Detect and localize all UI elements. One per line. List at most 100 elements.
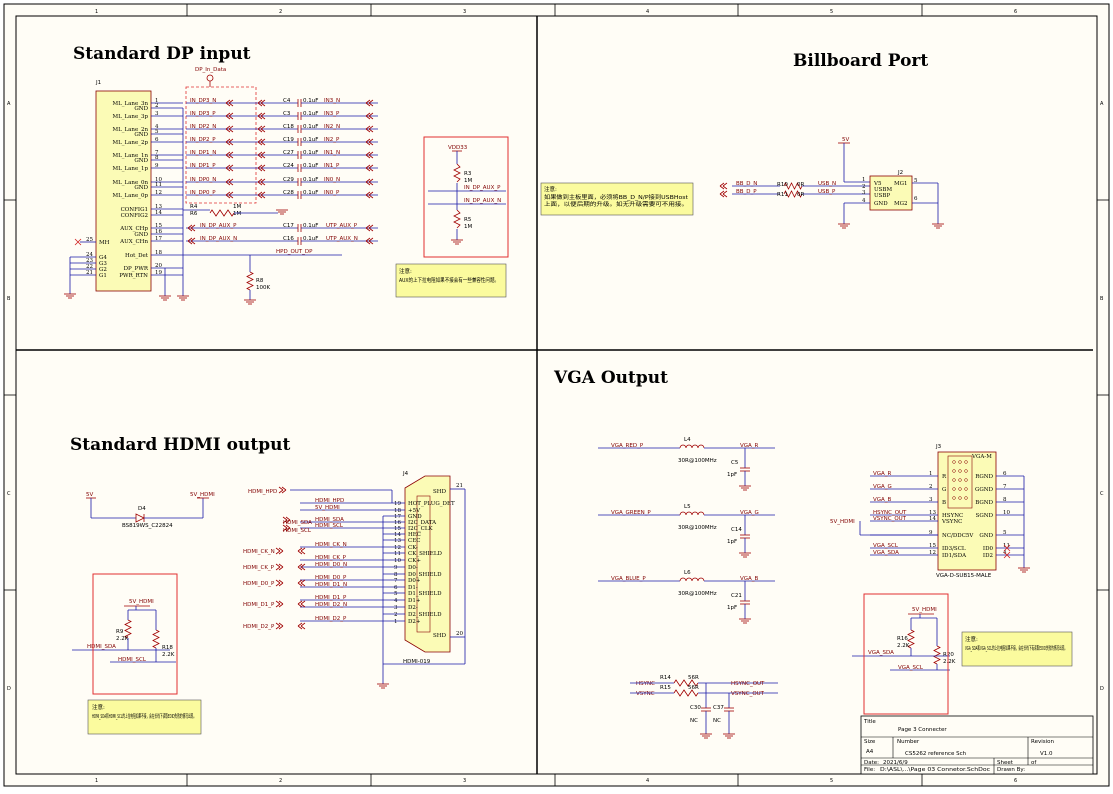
zone-column-bottom: 1 [95, 778, 98, 784]
vga-cap-value: 1pF [727, 605, 737, 611]
r4-ref: R4 [190, 204, 198, 210]
j1-pin-name: Hot_Det [125, 253, 149, 259]
j3-right-pin-name: GGND [975, 487, 994, 493]
port-arrow-icon [365, 138, 374, 146]
port-arrow-icon [257, 99, 266, 107]
j4-pin-number: 7 [394, 578, 398, 584]
j4-pin-number: 12 [394, 545, 401, 551]
dp-in-data-label: DP_In_Data [195, 67, 226, 73]
port-arrow-icon [257, 191, 266, 199]
ground-icon [838, 223, 850, 229]
j4-pin-name: D2_SHIELD [408, 612, 442, 618]
lane-out-net: IN3_N [324, 98, 340, 104]
vga-in-net: VGA_BLUE_P [611, 576, 646, 582]
j3-pin-dot [952, 487, 956, 491]
j3-left-net: VGA_SDA [873, 550, 899, 556]
aux-cap-value: 0.1uF [303, 236, 318, 242]
port-arrow-icon [365, 112, 374, 120]
j2-pin-number: 3 [862, 190, 866, 196]
lane-cap-ref: C24 [283, 163, 294, 169]
ground-icon [700, 733, 712, 739]
r10-ref: R10 [777, 182, 788, 188]
hdmi-scl-port: HDMI_SCL [283, 528, 312, 534]
j4-pin-number: 6 [394, 585, 398, 591]
tb-sheet-label: Sheet [997, 760, 1014, 766]
ground-icon [64, 293, 76, 299]
j1-pin-name: ML_Lane_2n [112, 127, 148, 133]
r9-resistor-icon [124, 619, 132, 639]
aux-box-net-n: IN_DP_AUX_N [464, 198, 501, 204]
j3-left-pin-num: 2 [929, 484, 933, 490]
zone-column-bottom: 5 [830, 778, 833, 784]
sync-res-value: 56R [688, 685, 699, 691]
j3-right-pin-num: 11 [1003, 543, 1010, 549]
hdmi-section-title: Standard HDMI output [70, 435, 290, 455]
j4-pin-number: 14 [394, 532, 401, 538]
j3-left-pin-num: 13 [929, 510, 936, 516]
dp-in-data-flag: DP_In_Data [185, 67, 257, 204]
vga-inductor-icon [679, 511, 705, 516]
sync-resistor-icon [673, 679, 699, 687]
j3-pin-dot [958, 478, 962, 482]
port-arrow-icon [225, 138, 234, 146]
vga-out-net: VGA_R [740, 443, 759, 449]
j4-pin-name: D0+ [408, 578, 421, 584]
hdmi-left-port: HDMI_CK_P [243, 565, 275, 571]
tb-size-label: Size [864, 739, 876, 745]
lane-out-net: IN1_N [324, 150, 340, 156]
j4-pin-number: 4 [394, 598, 398, 604]
dp-aux-note: 注意: AUX的上下拉电阻如果不接会有一些兼容性问题。 [395, 263, 507, 298]
tb-date-label: Date: [864, 760, 879, 766]
vga-i2c-pull-box [863, 593, 949, 715]
j1-g-pin-name: G1 [99, 273, 107, 279]
j2-pin-number: 4 [862, 198, 866, 204]
hdmi-net-label: HDMI_D1_P [315, 595, 347, 601]
vga-box-sda: VGA_SDA [868, 650, 894, 656]
j1-pin-name: GND [134, 158, 148, 164]
j3-left-net: VSYNC_OUT [873, 516, 907, 522]
r20-ref: R20 [943, 652, 954, 658]
ground-icon [244, 299, 256, 305]
j1-pin-name: ML_Lane_3n [112, 101, 148, 107]
vdd33-label: VDD33 [448, 145, 468, 151]
zone-row-left: C [7, 491, 11, 497]
port-arrow-icon [257, 138, 266, 146]
lane-cap-value: 0.1uF [303, 98, 318, 104]
j3-left-pin-name: VSYNC [941, 519, 962, 525]
j3-head: VGA-M [971, 454, 992, 460]
j3-pin-dot [958, 469, 962, 473]
lane-cap-ref: C18 [283, 124, 294, 130]
hdmi-net-label: HDMI_D1_N [315, 582, 347, 588]
hdmi-net-label: HDMI_D0_N [315, 562, 347, 568]
j3-ref: J3 [935, 444, 942, 450]
lane-cap-value: 0.1uF [303, 150, 318, 156]
lane-out-net: IN1_P [324, 163, 340, 169]
hdmi-note: 注意: HDMI_SDA和HDMI_SCL的上拉电阻如果不接，会在长线下读取ED… [87, 699, 202, 735]
bb-resistor-icon [783, 182, 803, 190]
j4-pin-number: 8 [394, 572, 398, 578]
j2-mg-name: MG2 [894, 201, 908, 207]
j3-pin-dot [952, 469, 956, 473]
sync-cap-ref: C30 [690, 705, 701, 711]
r5-ref: R5 [464, 217, 472, 223]
port-arrow-icon [275, 547, 284, 555]
j3-part: VGA-D-SUB15-MALE [936, 573, 992, 579]
vga-note-title: 注意: [965, 635, 978, 643]
j3-pin-dot [964, 487, 968, 491]
dp-data-group-box [185, 86, 257, 204]
lane-cap-ref: C29 [283, 177, 294, 183]
j1-pin-name: ML_Lane_0n [112, 180, 148, 186]
zone-column-top: 3 [463, 9, 466, 15]
j4-pin-number: 18 [394, 508, 401, 514]
j3-left-net: VGA_SCL [873, 543, 899, 549]
hdmi-net-label: HDMI_CK_P [315, 555, 347, 561]
hdmi-net-label: HDMI_D0_P [315, 575, 347, 581]
port-arrow-icon [282, 516, 291, 524]
no-connect-stroke [1003, 551, 1011, 559]
port-arrow-icon [225, 99, 234, 107]
j3-pin-dot [964, 460, 968, 464]
vga-cap-ref: C5 [731, 460, 739, 466]
vga-note-text: VGA_SDA和VGA_SCL的上拉电阻如果不接，会在长线下有读取EDID失败的… [965, 644, 1067, 652]
